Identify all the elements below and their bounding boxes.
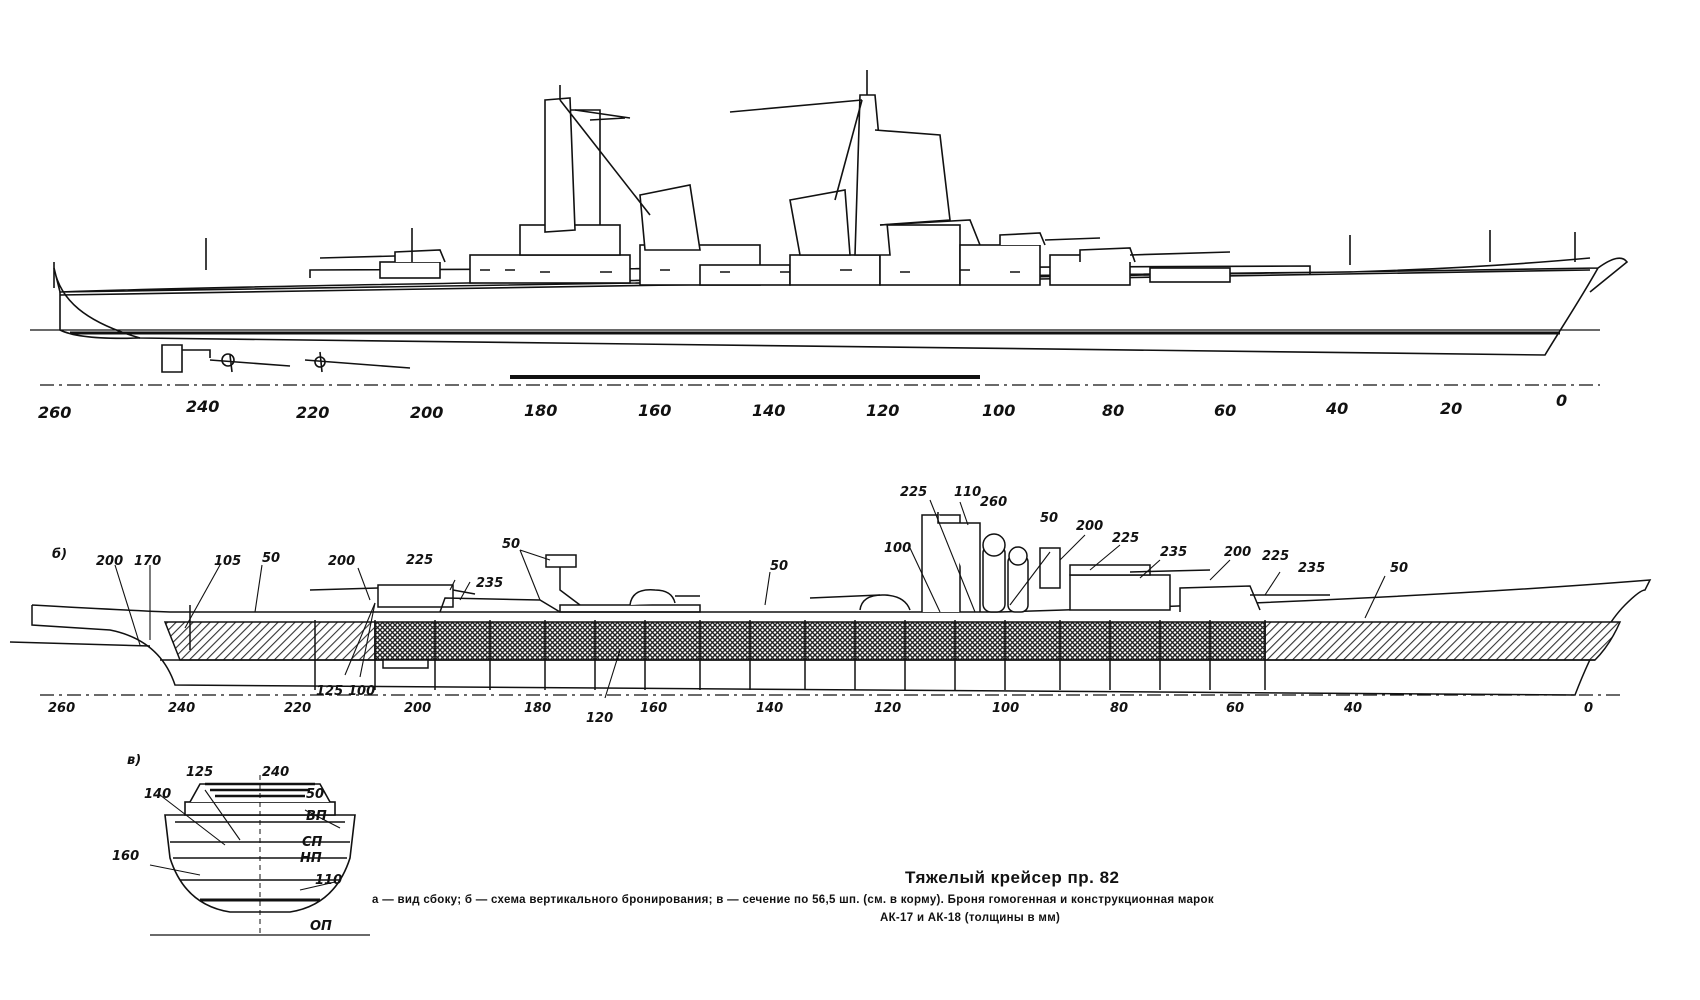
caption-title: Тяжелый крейсер пр. 82 <box>905 868 1120 887</box>
armor-thickness: 105 <box>214 554 241 569</box>
section-thickness: 140 <box>144 787 171 802</box>
caption-line-2: АК-17 и АК-18 (толщины в мм) <box>880 912 1061 924</box>
armor-tick: 100 <box>992 701 1019 716</box>
caption-line-1: а — вид сбоку; б — схема вертикального б… <box>372 894 1214 906</box>
deck-label-np: НП <box>300 851 322 866</box>
armor-tick: 140 <box>756 701 783 716</box>
armor-thickness: 200 <box>1076 519 1103 534</box>
armor-thickness: 120 <box>586 711 613 726</box>
armor-tick: 0 <box>1584 701 1593 716</box>
profile-tick: 60 <box>1214 401 1236 420</box>
armor-tick: 240 <box>168 701 195 716</box>
profile-scale: 260 240 220 200 180 160 140 120 100 80 6… <box>38 391 1567 422</box>
profile-tick: 240 <box>186 397 219 416</box>
armor-tick: 220 <box>284 701 311 716</box>
armor-thickness: 170 <box>134 554 161 569</box>
side-profile <box>30 70 1629 386</box>
armor-tick: 200 <box>404 701 431 716</box>
profile-tick: 80 <box>1102 401 1124 420</box>
armor-thickness: 200 <box>328 554 355 569</box>
armor-thickness: 50 <box>262 551 280 566</box>
section-thickness: 50 <box>306 787 324 802</box>
bulkheads <box>189 605 1266 690</box>
profile-tick: 120 <box>866 401 899 420</box>
profile-tick: 160 <box>638 401 671 420</box>
section-thickness: 125 <box>186 765 213 780</box>
armor-thickness: 225 <box>1262 549 1289 564</box>
armor-thickness: 225 <box>900 485 927 500</box>
profile-tick: 180 <box>524 401 557 420</box>
profile-tick: 40 <box>1325 399 1348 418</box>
profile-tick: 100 <box>982 401 1015 420</box>
profile-tick: 220 <box>296 403 329 422</box>
armor-tick: 40 <box>1343 701 1362 716</box>
armor-thickness: 50 <box>502 537 520 552</box>
armor-tick: 60 <box>1226 701 1244 716</box>
section-thickness: 240 <box>262 765 289 780</box>
armor-thickness: 235 <box>1160 545 1187 560</box>
armor-thickness: 100 <box>884 541 911 556</box>
armor-thickness: 200 <box>1224 545 1251 560</box>
deck-label-sp: СП <box>302 835 323 850</box>
armor-tick: 120 <box>874 701 901 716</box>
cross-section <box>149 775 370 936</box>
armor-thickness: 50 <box>1040 511 1058 526</box>
armor-thickness: 50 <box>770 559 788 574</box>
armor-tick: 160 <box>640 701 667 716</box>
section-panel-letter: в) <box>127 753 141 768</box>
profile-tick: 140 <box>752 401 785 420</box>
section-thickness: 160 <box>112 849 139 864</box>
armor-tick: 260 <box>48 701 75 716</box>
armor-panel-letter: б) <box>52 547 67 562</box>
armor-thickness: 235 <box>1298 561 1325 576</box>
armor-thickness: 225 <box>1112 531 1139 546</box>
section-thickness: 110 <box>315 873 342 888</box>
profile-tick: 0 <box>1556 391 1567 410</box>
profile-tick: 200 <box>410 403 443 422</box>
armor-thickness: 50 <box>1390 561 1408 576</box>
profile-tick: 260 <box>38 403 71 422</box>
section-labels: в) 125 240 140 50 160 110 ВП СП НП ОП <box>112 753 342 934</box>
armor-thickness: 260 <box>980 495 1007 510</box>
armor-scheme <box>9 499 1652 699</box>
profile-tick: 20 <box>1440 399 1462 418</box>
armor-thickness: 110 <box>954 485 981 500</box>
deck-label-vp: ВП <box>306 809 327 824</box>
armor-thickness: 125 <box>316 684 343 699</box>
armor-tick: 80 <box>1110 701 1128 716</box>
deck-label-op: ОП <box>310 919 332 934</box>
armor-leader-lines <box>114 499 1386 699</box>
armor-thickness: 100 <box>348 684 375 699</box>
section-leaders <box>149 789 341 891</box>
armor-scale: б) 260 240 220 200 180 160 140 120 100 8… <box>48 485 1593 726</box>
armor-tick: 180 <box>524 701 551 716</box>
armor-thickness: 235 <box>476 576 503 591</box>
armor-thickness: 225 <box>406 553 433 568</box>
armor-thickness: 200 <box>96 554 123 569</box>
